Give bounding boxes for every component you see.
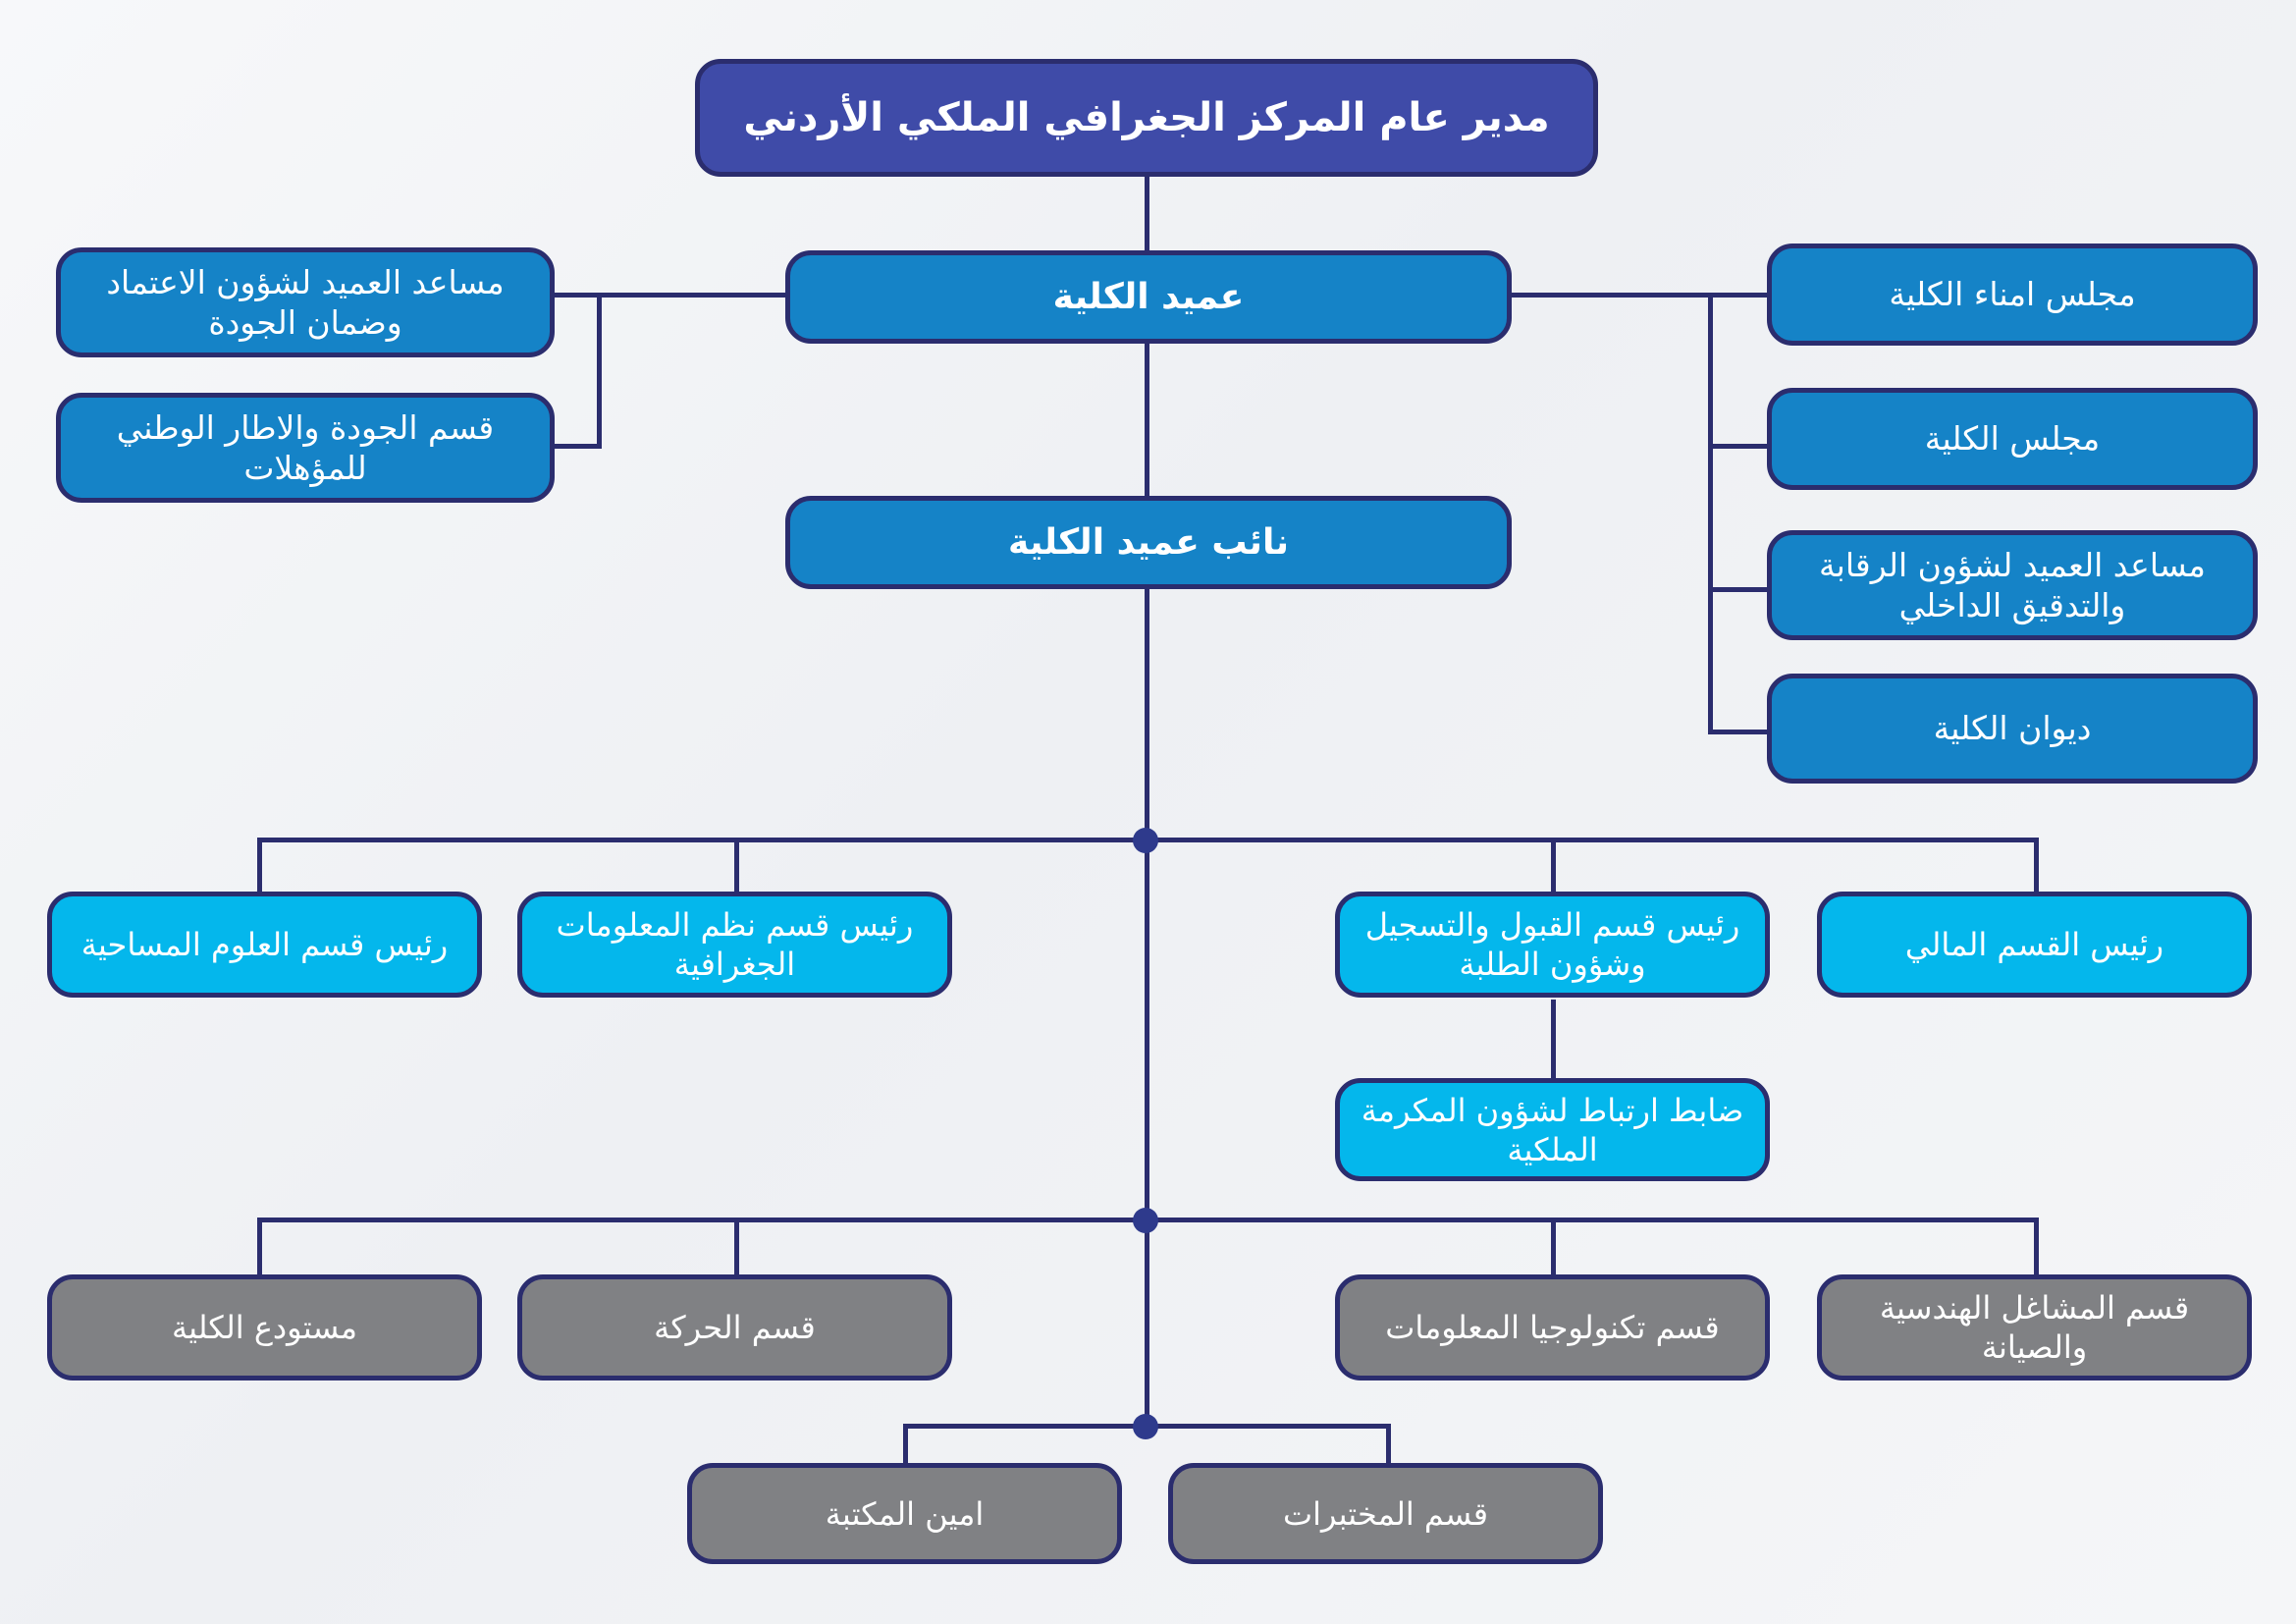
connector-left-bracket-stub-2 <box>553 444 602 449</box>
node-label: قسم تكنولوجيا المعلومات <box>1385 1309 1720 1346</box>
node-label: مساعد العميد لشؤون الرقابة والتدقيق الدا… <box>1818 545 2206 624</box>
connector-director-to-dean <box>1145 175 1149 253</box>
node-label: رئيس قسم نظم المعلومات الجغرافية <box>556 906 914 983</box>
node-label: قسم المختبرات <box>1282 1494 1489 1533</box>
connector-left-bracket-vertical <box>597 293 602 449</box>
node-label: امين المكتبة <box>825 1494 985 1533</box>
node-director-general[interactable]: مدير عام المركز الجغرافي الملكي الأردني <box>695 59 1598 177</box>
node-college-warehouse[interactable]: مستودع الكلية <box>47 1274 482 1380</box>
node-label: نائب عميد الكلية <box>1008 522 1289 563</box>
node-label: رئيس قسم القبول والتسجيل وشؤون الطلبة <box>1364 906 1740 983</box>
node-engineering-workshops-maintenance[interactable]: قسم المشاغل الهندسية والصيانة <box>1817 1274 2252 1380</box>
node-label: قسم المشاغل الهندسية والصيانة <box>1879 1289 2190 1366</box>
connector-right-bracket-vertical <box>1708 293 1713 734</box>
node-royal-grant-liaison-officer[interactable]: ضابط ارتباط لشؤون المكرمة الملكية <box>1335 1078 1770 1181</box>
connector-drop-grey-1 <box>257 1218 262 1276</box>
connector-main-trunk <box>1145 589 1149 1429</box>
connector-right-bracket-stub-3 <box>1708 587 1772 592</box>
node-laboratories-department[interactable]: قسم المختبرات <box>1168 1463 1603 1564</box>
connector-right-bracket-stub-1 <box>1708 293 1772 298</box>
junction-dot-bottom <box>1133 1414 1158 1439</box>
node-assistant-dean-accreditation[interactable]: مساعد العميد لشؤون الاعتماد وضمان الجودة <box>56 247 555 357</box>
connector-admissions-to-liaison <box>1551 1000 1556 1078</box>
junction-dot-cyan <box>1133 828 1158 853</box>
node-head-gis[interactable]: رئيس قسم نظم المعلومات الجغرافية <box>517 892 952 998</box>
node-label: مساعد العميد لشؤون الاعتماد وضمان الجودة <box>106 262 505 342</box>
node-vice-dean[interactable]: نائب عميد الكلية <box>785 496 1512 589</box>
connector-drop-bottom-2 <box>1386 1424 1391 1463</box>
node-label: قسم الجودة والاطار الوطني للمؤهلات <box>116 407 495 487</box>
connector-drop-cyan-2 <box>734 838 739 896</box>
node-label: رئيس القسم المالي <box>1904 926 2164 963</box>
junction-dot-grey <box>1133 1208 1158 1233</box>
node-college-council[interactable]: مجلس الكلية <box>1767 388 2258 490</box>
node-quality-department[interactable]: قسم الجودة والاطار الوطني للمؤهلات <box>56 393 555 503</box>
connector-drop-grey-2 <box>734 1218 739 1276</box>
connector-drop-cyan-3 <box>1551 838 1556 896</box>
node-dean[interactable]: عميد الكلية <box>785 250 1512 344</box>
connector-left-bracket-stub-1 <box>553 293 602 298</box>
node-head-finance[interactable]: رئيس القسم المالي <box>1817 892 2252 998</box>
node-it-department[interactable]: قسم تكنولوجيا المعلومات <box>1335 1274 1770 1380</box>
node-label: مستودع الكلية <box>171 1309 358 1346</box>
connector-right-bracket-stub-4 <box>1708 730 1772 734</box>
node-label: ضابط ارتباط لشؤون المكرمة الملكية <box>1361 1091 1744 1168</box>
node-label: مجلس الكلية <box>1924 419 2101 459</box>
connector-drop-grey-3 <box>1551 1218 1556 1276</box>
node-label: مجلس امناء الكلية <box>1889 275 2136 314</box>
node-librarian[interactable]: امين المكتبة <box>687 1463 1122 1564</box>
connector-right-bracket-top <box>1512 293 1713 298</box>
node-board-of-trustees[interactable]: مجلس امناء الكلية <box>1767 244 2258 346</box>
connector-drop-grey-4 <box>2034 1218 2039 1276</box>
connector-drop-cyan-4 <box>2034 838 2039 896</box>
node-head-admissions-registration[interactable]: رئيس قسم القبول والتسجيل وشؤون الطلبة <box>1335 892 1770 998</box>
node-label: ديوان الكلية <box>1933 709 2092 748</box>
node-movement-department[interactable]: قسم الحركة <box>517 1274 952 1380</box>
node-label: عميد الكلية <box>1052 277 1245 317</box>
node-label: قسم الحركة <box>654 1309 816 1346</box>
connector-drop-bottom-1 <box>903 1424 908 1463</box>
node-label: مدير عام المركز الجغرافي الملكي الأردني <box>743 95 1550 140</box>
connector-right-bracket-stub-2 <box>1708 444 1772 449</box>
node-label: رئيس قسم العلوم المساحية <box>80 926 449 963</box>
node-college-diwan[interactable]: ديوان الكلية <box>1767 674 2258 784</box>
node-assistant-dean-audit[interactable]: مساعد العميد لشؤون الرقابة والتدقيق الدا… <box>1767 530 2258 640</box>
connector-dean-to-vicedean <box>1145 342 1149 499</box>
node-head-surveying-sciences[interactable]: رئيس قسم العلوم المساحية <box>47 892 482 998</box>
connector-drop-cyan-1 <box>257 838 262 896</box>
